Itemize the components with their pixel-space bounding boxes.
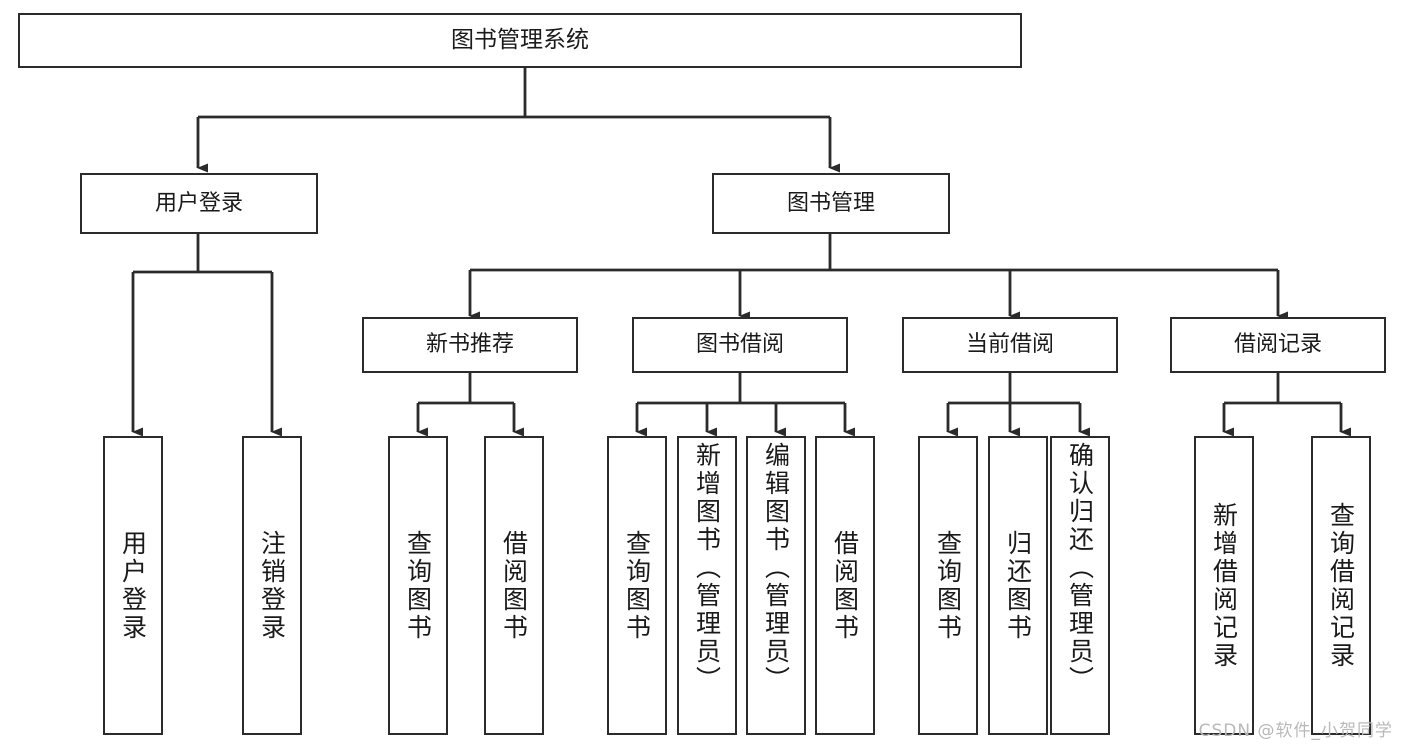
node-label: 图书管理 <box>786 190 875 216</box>
node-book-borrow[interactable]: 图书借阅 <box>632 317 848 373</box>
node-label: 当前借阅 <box>965 332 1054 358</box>
leaf-user-login-login[interactable]: 用户登录 <box>103 436 163 735</box>
node-label: 查询借阅记录 <box>1326 501 1356 670</box>
leaf-record-add-record[interactable]: 新增借阅记录 <box>1194 436 1254 735</box>
node-current-borrow[interactable]: 当前借阅 <box>902 317 1118 373</box>
node-borrow-record[interactable]: 借阅记录 <box>1170 317 1386 373</box>
node-label: 借阅图书 <box>499 529 529 642</box>
leaf-borrow-borrow-book[interactable]: 借阅图书 <box>815 436 875 735</box>
node-label: 新增图书（管理员） <box>692 442 722 694</box>
node-book-management[interactable]: 图书管理 <box>712 173 950 234</box>
node-label: 用户登录 <box>118 529 148 642</box>
node-label: 查询图书 <box>933 529 963 642</box>
node-label: 用户登录 <box>154 190 243 216</box>
node-label: 新增借阅记录 <box>1209 501 1239 670</box>
node-label: 图书借阅 <box>695 332 784 358</box>
node-label: 编辑图书（管理员） <box>761 442 791 694</box>
leaf-current-confirm-return-admin[interactable]: 确认归还（管理员） <box>1050 436 1110 735</box>
leaf-borrow-query-book[interactable]: 查询图书 <box>607 436 667 735</box>
leaf-borrow-add-book-admin[interactable]: 新增图书（管理员） <box>677 436 737 735</box>
leaf-borrow-edit-book-admin[interactable]: 编辑图书（管理员） <box>746 436 806 735</box>
node-label: 确认归还（管理员） <box>1065 442 1095 694</box>
node-new-book-recommend[interactable]: 新书推荐 <box>362 317 578 373</box>
node-label: 新书推荐 <box>425 332 514 358</box>
node-label: 借阅图书 <box>830 529 860 642</box>
leaf-current-query-book[interactable]: 查询图书 <box>918 436 978 735</box>
leaf-recommend-borrow-book[interactable]: 借阅图书 <box>484 436 544 735</box>
node-label: 借阅记录 <box>1233 332 1322 358</box>
node-root-system[interactable]: 图书管理系统 <box>18 13 1022 68</box>
node-label: 注销登录 <box>257 529 287 642</box>
leaf-recommend-query-book[interactable]: 查询图书 <box>388 436 448 735</box>
node-label: 查询图书 <box>622 529 652 642</box>
node-user-login[interactable]: 用户登录 <box>80 173 318 234</box>
leaf-user-login-logout[interactable]: 注销登录 <box>242 436 302 735</box>
leaf-record-query-record[interactable]: 查询借阅记录 <box>1311 436 1371 735</box>
node-label: 查询图书 <box>403 529 433 642</box>
leaf-current-return-book[interactable]: 归还图书 <box>988 436 1048 735</box>
watermark: CSDN @软件_小贺同学 <box>1198 721 1393 741</box>
node-label: 图书管理系统 <box>451 27 589 54</box>
node-label: 归还图书 <box>1003 529 1033 642</box>
